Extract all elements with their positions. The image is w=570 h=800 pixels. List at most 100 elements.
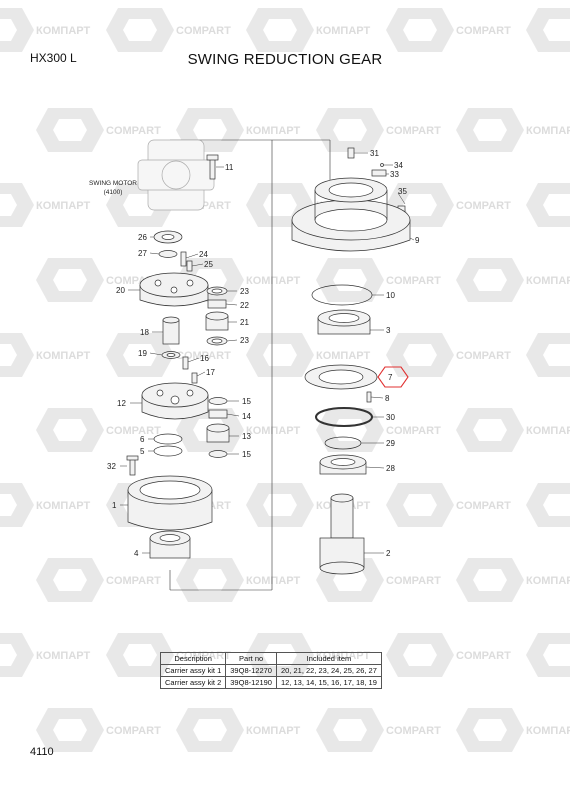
callout-17: 17 bbox=[206, 368, 215, 377]
watermark-text: КОМПАРТ bbox=[526, 125, 570, 137]
callout-4: 4 bbox=[134, 549, 139, 558]
callout-31: 31 bbox=[370, 149, 379, 158]
watermark-text: КОМПАРТ bbox=[36, 650, 90, 662]
motor-label-line1: SWING MOTOR bbox=[89, 180, 137, 187]
callout-16: 16 bbox=[200, 354, 209, 363]
callout-34: 34 bbox=[394, 161, 403, 170]
watermark-hex-logo bbox=[36, 258, 104, 302]
table-cell: 39Q8-12270 bbox=[225, 664, 277, 677]
watermark-hex-logo bbox=[176, 558, 244, 602]
callout-1: 1 bbox=[112, 501, 117, 510]
watermark-hex-logo bbox=[246, 333, 314, 377]
page-number: 4110 bbox=[30, 746, 54, 758]
watermark-text: COMPART bbox=[386, 575, 441, 587]
callout-24: 24 bbox=[199, 250, 208, 259]
table-row: Carrier assy kit 2 39Q8-12190 12, 13, 14… bbox=[159, 676, 382, 689]
watermark-text: КОМПАРТ bbox=[316, 25, 370, 37]
watermark-hex-logo bbox=[176, 708, 244, 752]
watermark-text: COMPART bbox=[456, 350, 511, 362]
table-cell: Carrier assy kit 2 bbox=[159, 676, 227, 689]
table-header-row: Description Part no Included item bbox=[159, 652, 382, 665]
watermark-text: COMPART bbox=[386, 425, 441, 437]
callout-15a: 15 bbox=[242, 397, 251, 406]
watermark-hex-logo bbox=[386, 483, 454, 527]
watermark-hex-logo bbox=[386, 333, 454, 377]
watermark-hex-logo bbox=[36, 558, 104, 602]
callout-13: 13 bbox=[242, 432, 251, 441]
watermark-hex-logo bbox=[526, 483, 570, 527]
callout-22: 22 bbox=[240, 301, 249, 310]
callout-20: 20 bbox=[116, 286, 125, 295]
watermark-text: COMPART bbox=[176, 350, 231, 362]
left-parts bbox=[126, 139, 230, 559]
watermark-hex-logo bbox=[316, 108, 384, 152]
callout-15b: 15 bbox=[242, 450, 251, 459]
callout-27: 27 bbox=[138, 249, 147, 258]
callout-labels: 11 26 27 24 25 20 23 22 21 23 18 19 16 1… bbox=[107, 149, 420, 558]
watermark-text: КОМПАРТ bbox=[246, 725, 300, 737]
watermark-hex-logo bbox=[526, 183, 570, 227]
callout-6: 6 bbox=[140, 435, 145, 444]
watermark-text: КОМПАРТ bbox=[36, 200, 90, 212]
callout-23a: 23 bbox=[240, 287, 249, 296]
watermark-hex-logo bbox=[456, 558, 524, 602]
carrier-kit-table: Description Part no Included item Carrie… bbox=[159, 652, 382, 689]
watermark-text: КОМПАРТ bbox=[36, 350, 90, 362]
callout-32: 32 bbox=[107, 462, 116, 471]
callout-28: 28 bbox=[386, 464, 395, 473]
watermark-hex-logo bbox=[316, 258, 384, 302]
callout-3: 3 bbox=[386, 326, 391, 335]
table-cell: 12, 13, 14, 15, 16, 17, 18, 19 bbox=[275, 676, 382, 689]
watermark-text: КОМПАРТ bbox=[316, 350, 370, 362]
callout-19: 19 bbox=[138, 349, 147, 358]
watermark-hex-logo bbox=[0, 183, 34, 227]
table-cell: 20, 21, 22, 23, 24, 25, 26, 27 bbox=[275, 664, 382, 677]
watermark-text: COMPART bbox=[106, 425, 161, 437]
watermark-text: COMPART bbox=[386, 125, 441, 137]
column-header: Description bbox=[159, 652, 227, 665]
highlight-hexagon bbox=[377, 366, 409, 388]
watermark-hex-logo bbox=[456, 408, 524, 452]
watermark: КОМПАРТ COMPART КОМПАРТ COMPART КОМПАРТ COMPA… bbox=[0, 8, 570, 752]
right-parts bbox=[291, 147, 411, 575]
callout-21: 21 bbox=[240, 318, 249, 327]
watermark-hex-logo bbox=[36, 408, 104, 452]
watermark-text: КОМПАРТ bbox=[526, 575, 570, 587]
callout-11: 11 bbox=[225, 163, 234, 172]
callout-5: 5 bbox=[140, 447, 145, 456]
watermark-text: COMPART bbox=[456, 500, 511, 512]
callout-33: 33 bbox=[390, 170, 399, 179]
model-label: HX300 L bbox=[30, 51, 77, 65]
watermark-hex-logo bbox=[526, 8, 570, 52]
watermark-hex-logo bbox=[0, 8, 34, 52]
watermark-text: COMPART bbox=[106, 725, 161, 737]
column-header: Included item bbox=[275, 652, 382, 665]
watermark-text: КОМПАРТ bbox=[526, 425, 570, 437]
watermark-text: COMPART bbox=[106, 575, 161, 587]
watermark-hex-logo bbox=[386, 633, 454, 677]
column-header: Part no bbox=[225, 652, 277, 665]
watermark-hex-logo bbox=[246, 483, 314, 527]
callout-25: 25 bbox=[204, 260, 213, 269]
table-cell: 39Q8-12190 bbox=[225, 676, 277, 689]
watermark-text: КОМПАРТ bbox=[246, 275, 300, 287]
watermark-text: COMPART bbox=[456, 650, 511, 662]
watermark-hex-logo bbox=[526, 633, 570, 677]
callout-2: 2 bbox=[386, 549, 391, 558]
watermark-hex-logo bbox=[456, 108, 524, 152]
watermark-hex-logo bbox=[386, 8, 454, 52]
watermark-hex-logo bbox=[106, 8, 174, 52]
watermark-text: COMPART bbox=[106, 125, 161, 137]
callout-23b: 23 bbox=[240, 336, 249, 345]
watermark-text: COMPART bbox=[386, 275, 441, 287]
watermark-hex-logo bbox=[456, 258, 524, 302]
watermark-hex-logo bbox=[0, 483, 34, 527]
callout-9: 9 bbox=[415, 236, 420, 245]
callout-10: 10 bbox=[386, 291, 395, 300]
motor-label-line2: (4100) bbox=[104, 189, 123, 196]
watermark-text: COMPART bbox=[176, 25, 231, 37]
callout-7: 7 bbox=[388, 373, 393, 382]
swing-motor bbox=[137, 139, 215, 211]
callout-35: 35 bbox=[398, 187, 407, 196]
